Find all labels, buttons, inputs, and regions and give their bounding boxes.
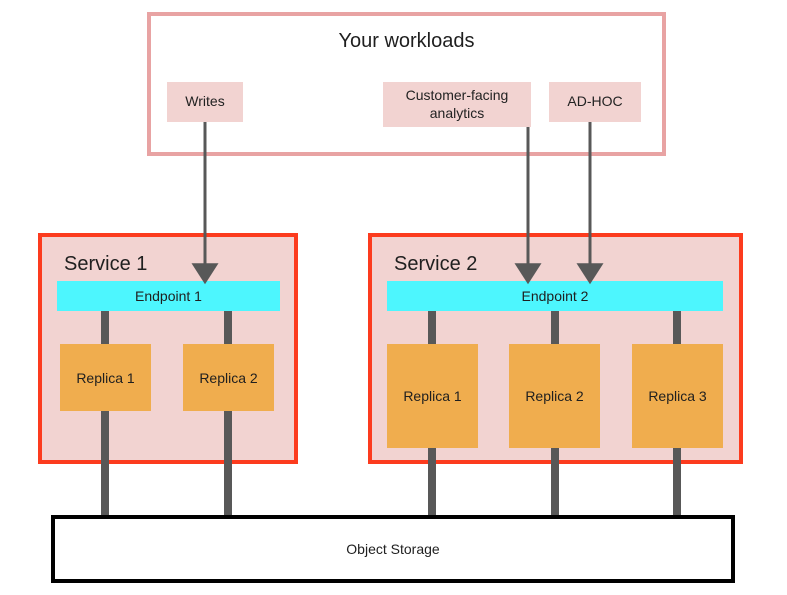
workload-chip-customer-facing-analytics[interactable]: Customer-facing analytics (383, 82, 531, 127)
service-2-label: Service 2 (394, 253, 478, 275)
object-storage-box[interactable]: Object Storage (51, 515, 735, 583)
connector-endpoint1-replica2 (224, 311, 232, 345)
service-1-label: Service 1 (64, 253, 148, 275)
service-1-replica-2[interactable]: Replica 2 (183, 344, 274, 411)
service-1-replica-1[interactable]: Replica 1 (60, 344, 151, 411)
connector-endpoint2-replica3 (673, 311, 681, 345)
service-2-replica-1[interactable]: Replica 1 (387, 344, 478, 448)
workload-chip-ad-hoc[interactable]: AD-HOC (549, 82, 641, 122)
connector-endpoint1-replica1 (101, 311, 109, 345)
connector-endpoint2-replica2 (551, 311, 559, 345)
connector-s1replica1-storage (101, 411, 109, 518)
workload-chip-writes[interactable]: Writes (167, 82, 243, 122)
endpoint-2-bar[interactable]: Endpoint 2 (387, 281, 723, 311)
connector-s2replica3-storage (673, 448, 681, 518)
service-2-replica-2[interactable]: Replica 2 (509, 344, 600, 448)
connector-s2replica1-storage (428, 448, 436, 518)
connector-s1replica2-storage (224, 411, 232, 518)
service-2-replica-3[interactable]: Replica 3 (632, 344, 723, 448)
connector-endpoint2-replica1 (428, 311, 436, 345)
endpoint-1-bar[interactable]: Endpoint 1 (57, 281, 280, 311)
your-workloads-title: Your workloads (338, 30, 475, 52)
connector-s2replica2-storage (551, 448, 559, 518)
